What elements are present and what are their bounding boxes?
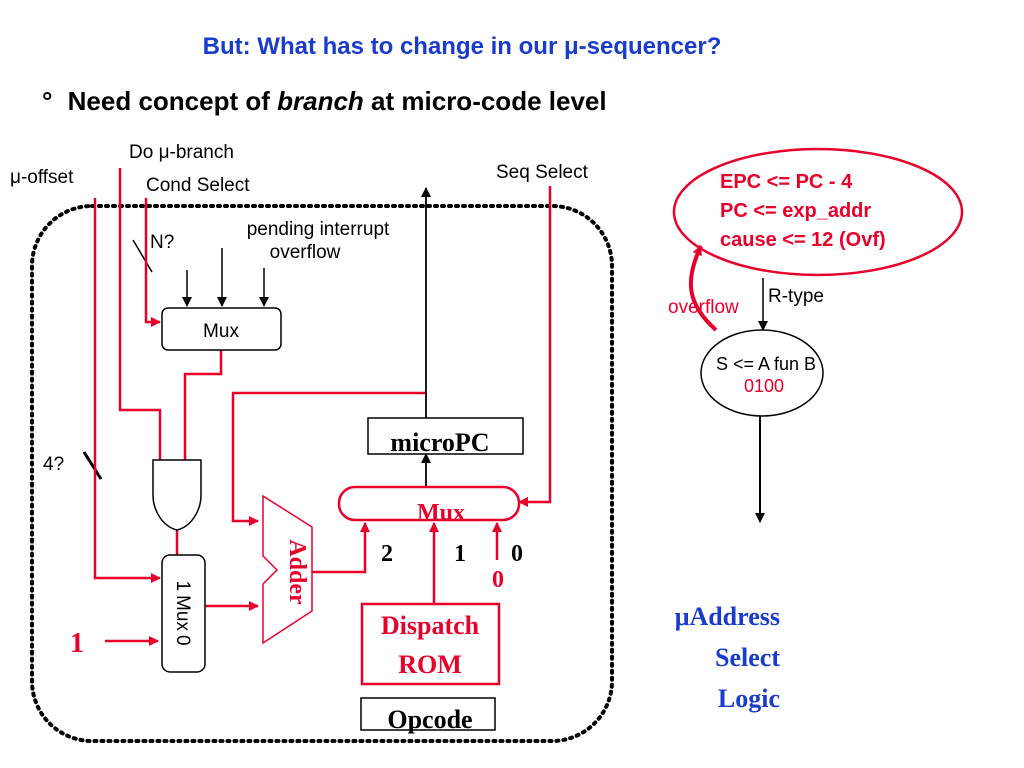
bullet-marker: ° <box>42 86 52 116</box>
seq-select-label: Seq Select <box>496 162 589 183</box>
top-mux-label: Mux <box>203 321 239 342</box>
footer-line-1: μAddress <box>675 602 780 631</box>
small-mux-zero: 0 <box>172 635 193 646</box>
overflow-transition-arrow <box>688 245 718 332</box>
constant-one: 1 <box>70 628 84 659</box>
footer-line-3: Logic <box>718 684 780 713</box>
seq-select-wire <box>518 186 552 507</box>
dispatch-rom-block <box>360 602 501 686</box>
mux-input-2: 2 <box>381 541 393 567</box>
execute-state-code: 0100 <box>744 376 784 396</box>
main-mux-label: Mux <box>417 500 465 526</box>
n-label: N? <box>150 232 174 253</box>
micropc-register <box>367 417 524 455</box>
exception-line-2: PC <= exp_addr <box>720 200 871 222</box>
overflow-input-label: overflow <box>270 242 341 263</box>
top-mux-block <box>161 307 282 351</box>
rtype-label: R-type <box>768 286 824 307</box>
four-label: 4? <box>43 454 64 475</box>
dispatch-rom-line2: ROM <box>398 650 462 679</box>
main-mux-block <box>337 485 521 522</box>
do-branch-label: Do μ-branch <box>129 142 234 163</box>
bullet-point: ° Need concept of branch at micro-code l… <box>42 86 607 116</box>
small-mux-text: Mux <box>172 595 193 631</box>
micropc-feedback-wire <box>231 391 425 526</box>
cond-select-label: Cond Select <box>146 175 250 196</box>
mux-to-and-wire <box>183 350 223 460</box>
adder-to-mux-wire <box>312 522 370 574</box>
micropc-label: microPC <box>390 428 489 457</box>
bullet-text-prefix: Need concept of <box>68 86 277 116</box>
four-bus-slash <box>82 451 103 480</box>
adder-block <box>262 494 313 645</box>
slide-title: But: What has to change in our μ-sequenc… <box>203 33 722 60</box>
n-bus-slash <box>132 239 153 273</box>
opcode-block <box>360 697 496 731</box>
and-gate <box>152 459 202 531</box>
pending-interrupt-label: pending interrupt <box>247 219 390 240</box>
mux-input-0-value: 0 <box>492 567 504 593</box>
exception-line-1: EPC <= PC - 4 <box>720 171 853 193</box>
footer-line-2: Select <box>715 643 780 672</box>
red-wires <box>93 168 552 646</box>
small-mux-one: 1 <box>172 580 193 591</box>
mux-input-1: 1 <box>454 541 466 567</box>
execute-state <box>700 329 824 417</box>
cond-select-wire <box>144 198 161 327</box>
small-mux-label: 1Mux 0 <box>172 580 193 645</box>
exception-state <box>672 147 964 277</box>
small-mux-block <box>161 554 206 673</box>
exception-line-3: cause <= 12 (Ovf) <box>720 229 886 251</box>
offset-label: μ-offset <box>10 167 74 188</box>
do-branch-wire <box>118 168 162 460</box>
execute-state-line: S <= A fun B <box>716 354 816 374</box>
offset-wire <box>93 198 161 583</box>
mux-input-0: 0 <box>511 541 523 567</box>
adder-label: Adder <box>284 539 310 605</box>
overflow-transition-label: overflow <box>668 297 739 318</box>
opcode-label: Opcode <box>387 705 472 734</box>
dispatch-rom-line1: Dispatch <box>381 611 480 640</box>
sequencer-boundary <box>30 204 614 743</box>
bullet-text-suffix: at micro-code level <box>371 86 607 116</box>
bullet-text-emphasis: branch <box>277 86 364 116</box>
